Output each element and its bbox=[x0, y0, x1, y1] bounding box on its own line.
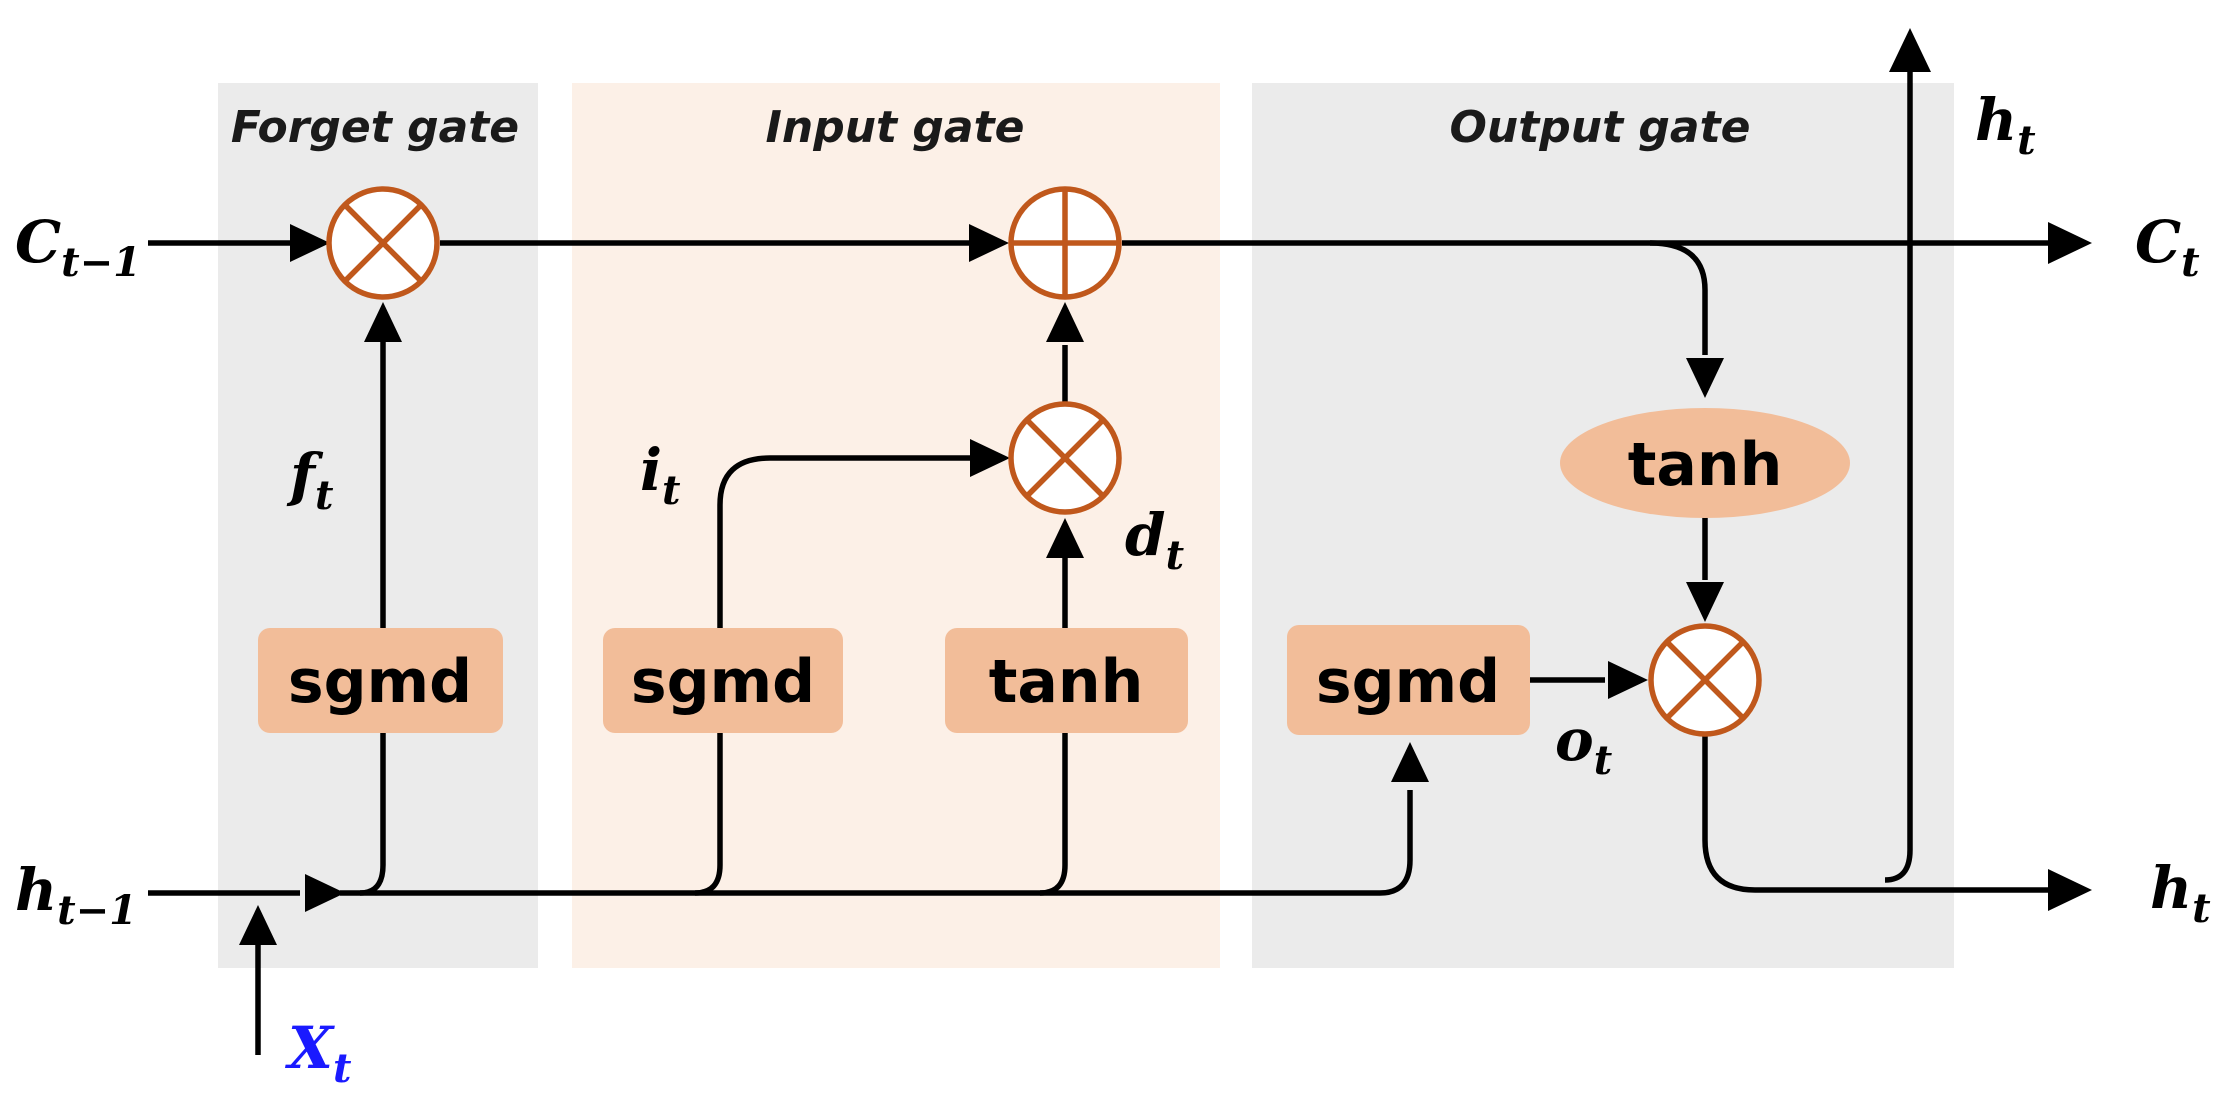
cell-state-arrowhead-1 bbox=[290, 224, 330, 262]
input-gate-panel bbox=[572, 83, 1220, 968]
cell-to-tanh-line bbox=[1649, 240, 1708, 355]
input-multiply-icon bbox=[1008, 401, 1122, 515]
bus-to-input-tanh bbox=[1039, 730, 1068, 896]
it-arrowhead bbox=[970, 439, 1010, 477]
cell-state-arrowhead-out bbox=[2048, 222, 2092, 264]
h-next-label: ht bbox=[2150, 854, 2211, 932]
plus-input-arrowhead bbox=[1046, 302, 1084, 342]
cell-to-tanh-arrowhead bbox=[1686, 358, 1724, 398]
mult-to-ht-line bbox=[1702, 735, 2050, 893]
h-prev-bus-line-2 bbox=[340, 790, 1413, 896]
dt-arrowhead bbox=[1046, 518, 1084, 558]
xt-arrowhead bbox=[239, 905, 277, 945]
d-t-label: dt bbox=[1125, 501, 1185, 579]
sgmd-out-input-arrowhead bbox=[1391, 742, 1429, 782]
c-prev-label: Ct−1 bbox=[15, 208, 141, 286]
tanh-to-mult-arrowhead bbox=[1686, 582, 1724, 622]
output-multiply-icon bbox=[1648, 623, 1762, 737]
input-sgmd-label: sgmd bbox=[631, 647, 815, 717]
cell-tanh-ellipse bbox=[1560, 408, 1850, 518]
h-top-label: ht bbox=[1975, 86, 2036, 164]
output-sgmd-box bbox=[1287, 625, 1530, 735]
output-gate-panel bbox=[1252, 83, 1954, 968]
c-next-label: Ct bbox=[2135, 208, 2200, 286]
bus-to-input-sgmd bbox=[694, 730, 723, 896]
cell-state-arrowhead-2 bbox=[969, 224, 1009, 262]
x-t-label: Xt bbox=[284, 1014, 352, 1092]
cell-plus-icon bbox=[1008, 186, 1122, 300]
ht-up-arrowhead bbox=[1889, 28, 1931, 72]
ft-arrowhead bbox=[364, 302, 402, 342]
output-sgmd-label: sgmd bbox=[1316, 647, 1500, 717]
input-tanh-box bbox=[945, 628, 1188, 733]
ht-up-line bbox=[1884, 70, 1913, 883]
h-prev-label: ht−1 bbox=[15, 856, 137, 934]
cell-tanh-label: tanh bbox=[1628, 430, 1783, 500]
bus-to-forget-sgmd bbox=[359, 730, 386, 896]
forget-gate-title: Forget gate bbox=[231, 102, 519, 153]
o-t-label: ot bbox=[1555, 706, 1613, 784]
forget-sgmd-label: sgmd bbox=[288, 647, 472, 717]
forget-sgmd-box bbox=[258, 628, 503, 733]
forget-multiply-icon bbox=[326, 186, 440, 300]
input-tanh-label: tanh bbox=[989, 647, 1144, 717]
input-gate-title: Input gate bbox=[766, 102, 1025, 153]
input-sgmd-box bbox=[603, 628, 843, 733]
i-t-label: it bbox=[640, 436, 681, 514]
ot-arrowhead bbox=[1608, 661, 1648, 699]
output-gate-title: Output gate bbox=[1450, 102, 1751, 153]
h-prev-arrowhead bbox=[305, 874, 345, 912]
it-line bbox=[717, 455, 970, 628]
ht-out-arrowhead bbox=[2048, 869, 2092, 911]
